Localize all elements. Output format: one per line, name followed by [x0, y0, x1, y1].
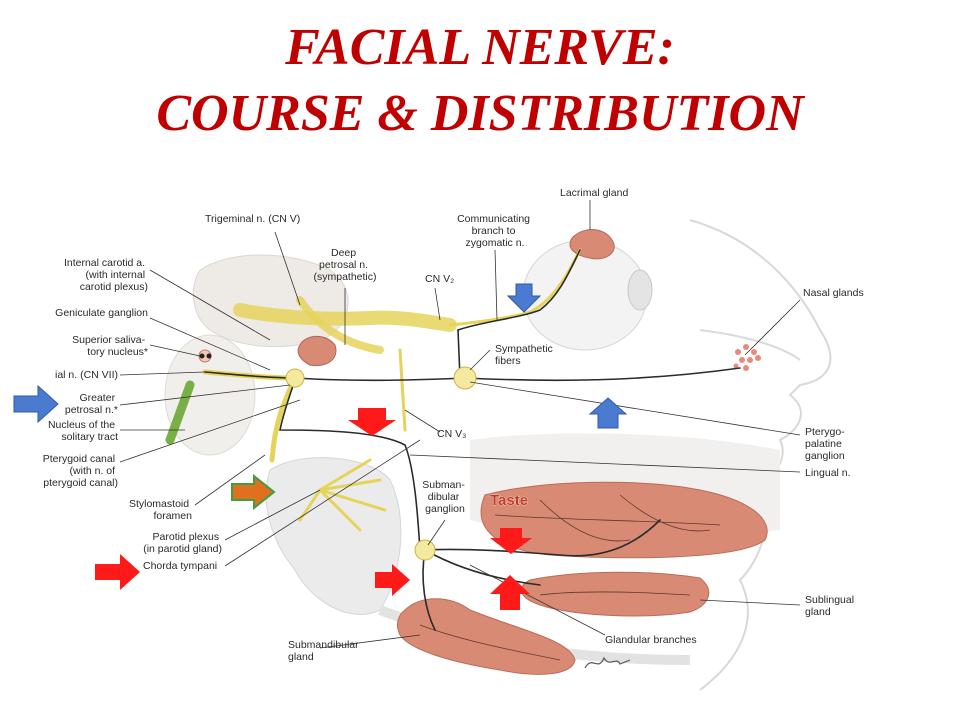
arrow-icon	[490, 528, 532, 554]
label-communicating-branch: Communicating branch to zygomatic n.	[457, 213, 533, 249]
label-sympathetic-fibers: Sympathetic fibers	[495, 343, 556, 367]
label-parotid-plexus: Parotid plexus (in parotid gland)	[143, 531, 222, 555]
label-stylomastoid: Stylomastoid foramen	[129, 498, 192, 522]
arrow-icon	[588, 397, 628, 429]
arrows	[13, 283, 628, 610]
nerve-pathways	[198, 248, 741, 631]
arrow-icon	[506, 283, 542, 313]
label-glandular-branches: Glandular branches	[605, 634, 697, 646]
leader-lines	[119, 200, 801, 649]
label-cn-v3: CN V₃	[437, 428, 466, 440]
title-line-2: COURSE & DISTRIBUTION	[156, 85, 804, 142]
label-internal-carotid: Internal carotid a. (with internal carot…	[64, 257, 148, 293]
label-taste: Taste	[490, 492, 528, 509]
label-pterygopalatine: Pterygo- palatine ganglion	[805, 426, 848, 462]
label-lingual-nerve: Lingual n.	[805, 467, 851, 479]
artist-signature-icon	[584, 656, 631, 669]
arrow-icon	[95, 554, 140, 590]
arrow-icon	[231, 473, 276, 511]
label-trigeminal: Trigeminal n. (CN V)	[205, 213, 300, 225]
label-sublingual-gland: Sublingual gland	[805, 594, 857, 618]
arrow-icon	[13, 384, 59, 424]
label-submandibular-gland: Submandibular gland	[288, 639, 362, 663]
glands	[397, 229, 768, 675]
label-facial-nerve: ial n. (CN VII)	[55, 369, 118, 381]
label-pterygoid-canal: Pterygoid canal (with n. of pterygoid ca…	[43, 453, 118, 489]
label-nasal-glands: Nasal glands	[803, 287, 864, 299]
label-deep-petrosal: Deep petrosal n. (sympathetic)	[313, 247, 376, 283]
label-solitary-tract: Nucleus of the solitary tract	[48, 419, 118, 443]
arrow-icon	[490, 575, 530, 610]
title-line-1: FACIAL NERVE:	[285, 19, 675, 76]
label-chorda-tympani: Chorda tympani	[143, 560, 217, 572]
label-greater-petrosal: Greater petrosal n.*	[65, 392, 118, 416]
label-submandibular-ganglion: Subman- dibular ganglion	[422, 479, 468, 515]
label-cn-v2: CN V₂	[425, 273, 454, 285]
labels: Trigeminal n. (CN V) Internal carotid a.…	[43, 187, 864, 663]
label-lacrimal-gland: Lacrimal gland	[560, 187, 628, 199]
label-geniculate: Geniculate ganglion	[55, 307, 148, 319]
label-superior-salivatory: Superior saliva- tory nucleus*	[72, 334, 148, 358]
arrow-icon	[375, 564, 410, 596]
arrow-icon	[348, 408, 396, 436]
